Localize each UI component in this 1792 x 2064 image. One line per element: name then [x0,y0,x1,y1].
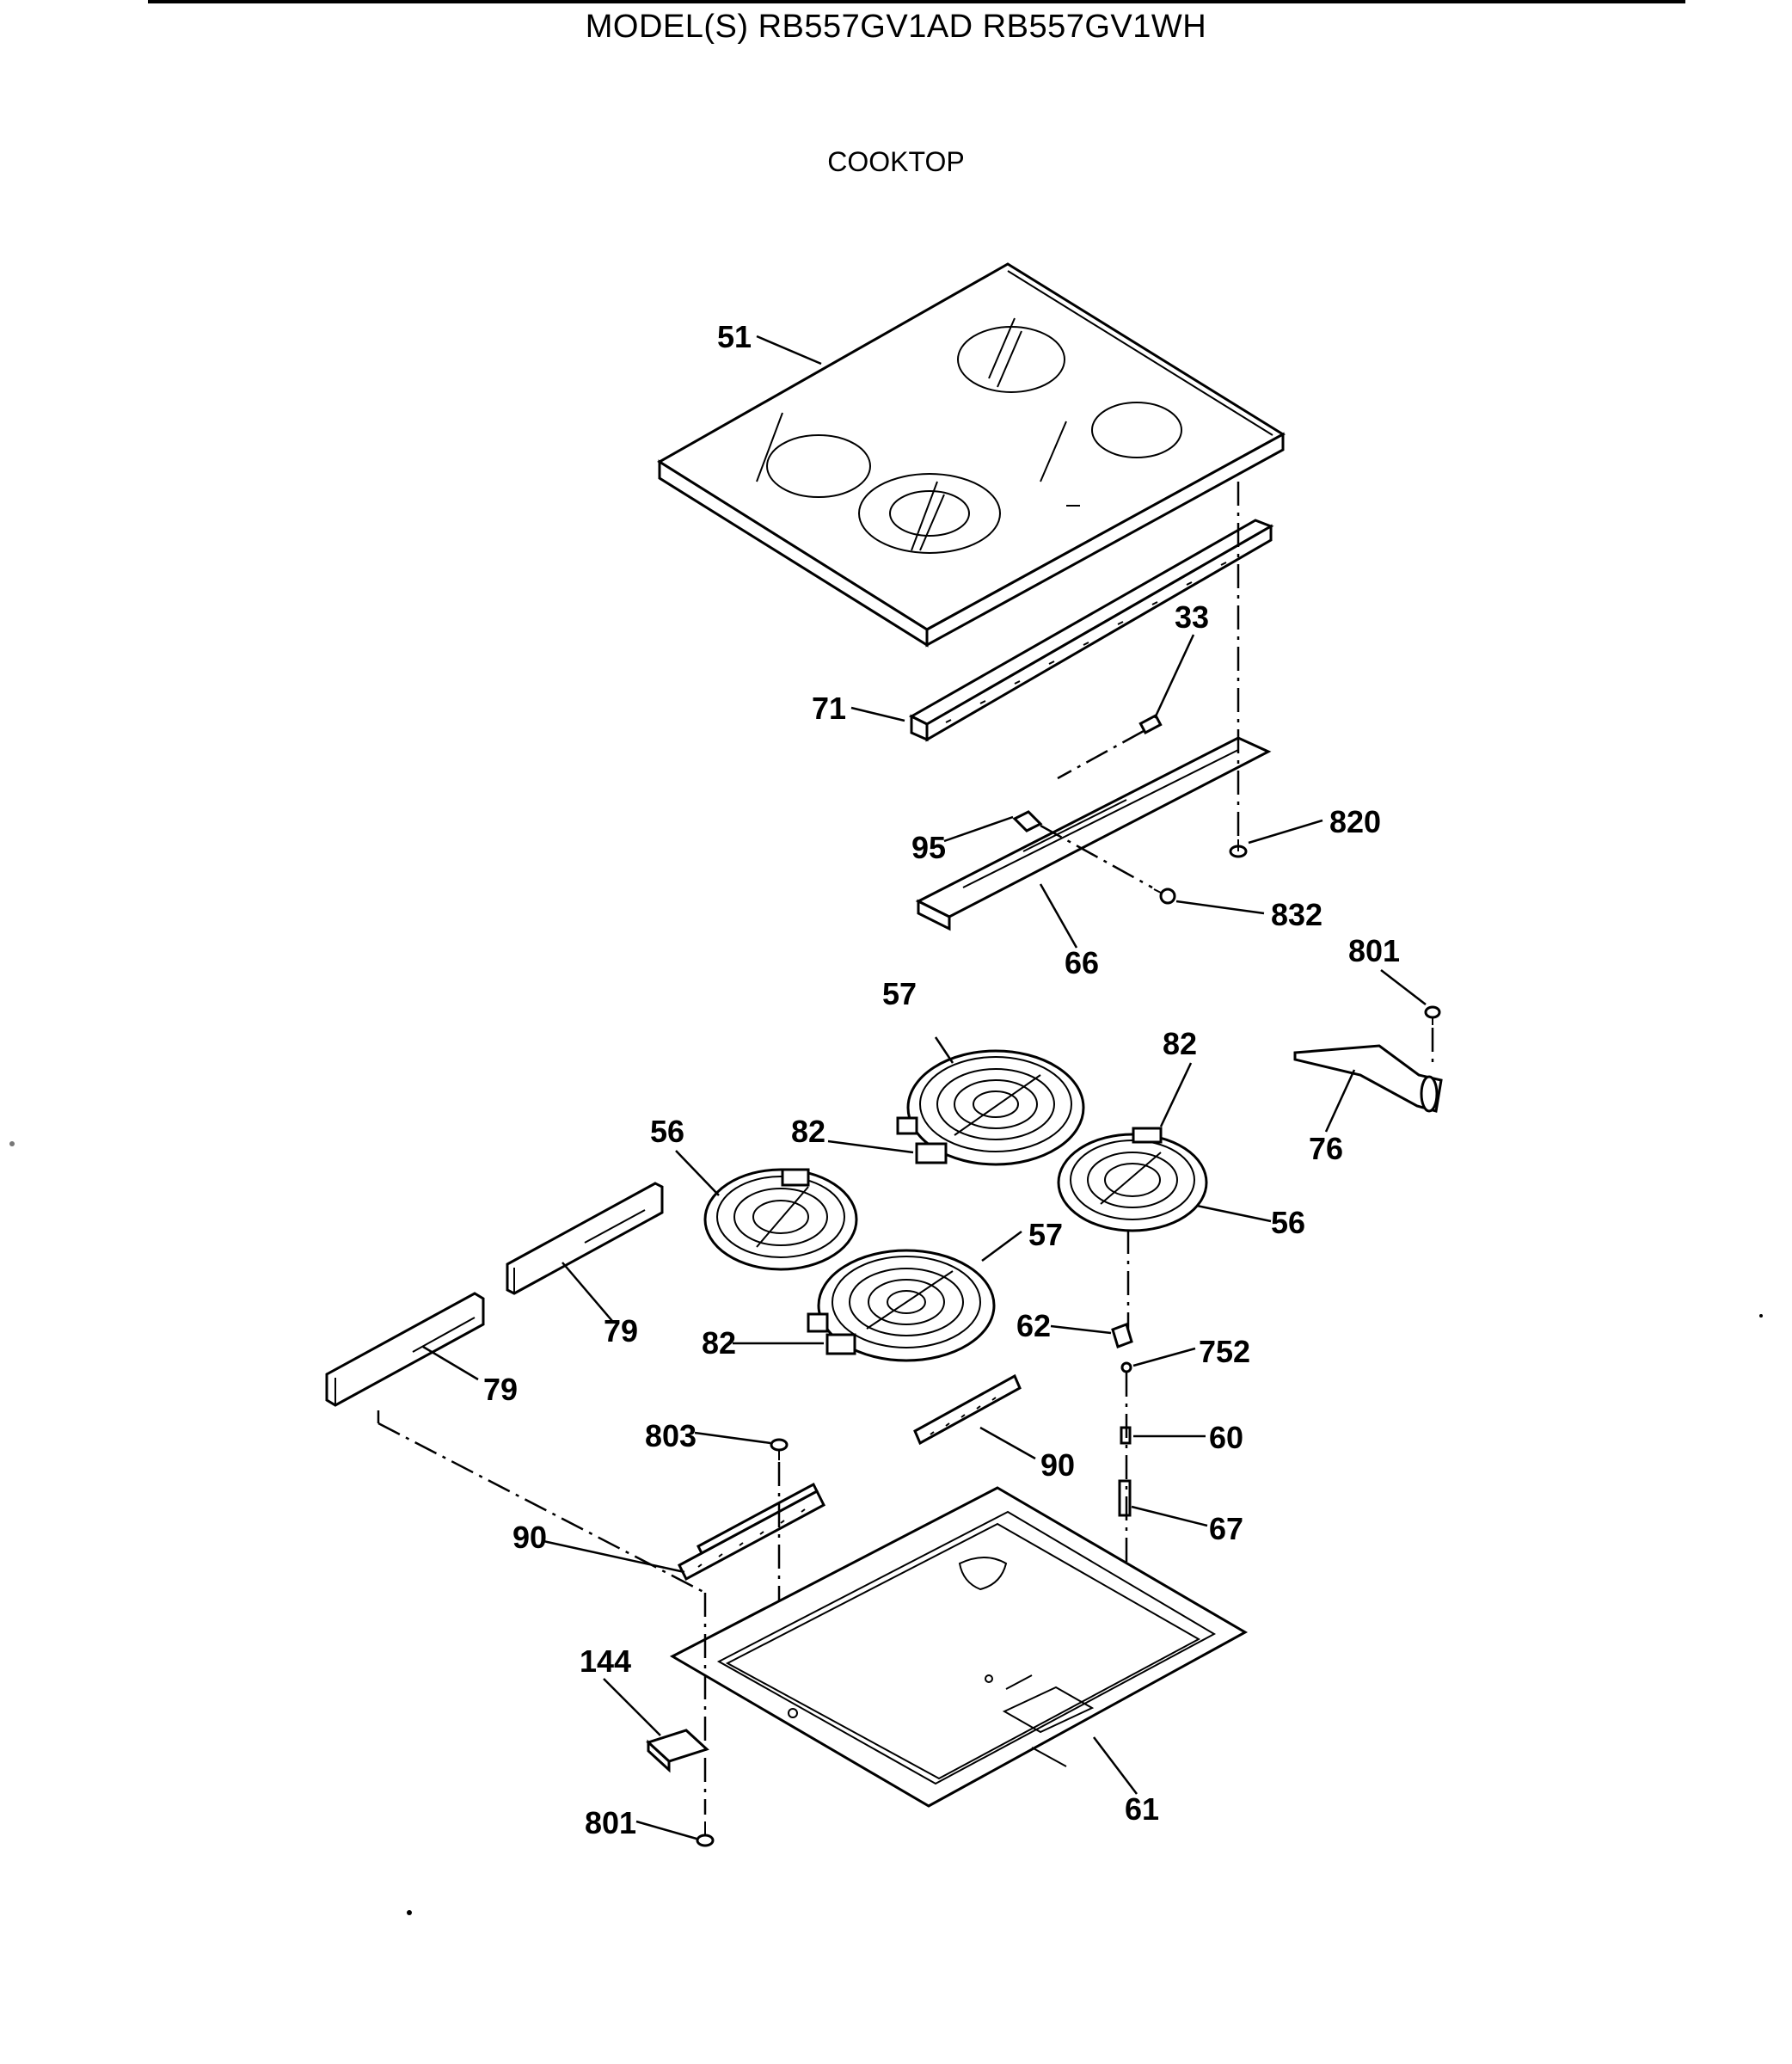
callout-801-bottom: 801 [585,1805,636,1840]
callout-71: 71 [812,691,846,726]
leader-801-top [1380,969,1427,1005]
leader-56-left [675,1150,720,1196]
speck [1759,1314,1763,1318]
callout-56-left: 56 [650,1114,684,1149]
leader-71 [850,706,905,722]
leader-57-bottom [981,1230,1022,1262]
leader-90-right [979,1426,1036,1460]
bracket-62 [1111,1323,1133,1348]
screw-832 [1153,888,1176,905]
leader-33 [1153,634,1195,719]
leader-144 [603,1678,661,1736]
callout-832: 832 [1271,897,1323,932]
screw-820 [1229,839,1248,858]
rear-support-channel [915,736,1272,931]
leader-752 [1132,1347,1196,1367]
side-trim-79-lower [325,1292,485,1407]
side-trim-79-upper [506,1182,664,1295]
bracket-95 [1012,810,1043,832]
section-title: COOKTOP [827,146,965,177]
stud-67 [1118,1479,1132,1517]
leader-832 [1175,900,1265,915]
callout-56-right: 56 [1271,1205,1305,1240]
callout-752: 752 [1199,1334,1250,1369]
callout-67: 67 [1209,1511,1243,1546]
leader-61 [1093,1736,1138,1795]
screw-801-top [1424,1005,1441,1025]
callout-57-top: 57 [882,976,917,1011]
top-rule [148,0,1685,3]
speck [9,1141,15,1146]
callout-801-top: 801 [1348,933,1400,968]
burner-box [669,1486,1249,1808]
callout-95: 95 [911,830,946,865]
leader-79-upper [562,1262,613,1322]
element-support-bracket-90-right [913,1373,1022,1446]
callout-90-right: 90 [1040,1447,1075,1483]
front-trim-strip [908,519,1274,742]
limiter-82-mid [915,1142,948,1164]
clip [1138,713,1163,735]
leader-66 [1039,883,1078,949]
leader-76 [1324,1069,1356,1133]
radiant-element-56-right [1057,1127,1208,1232]
bracket-144 [646,1729,709,1773]
radiant-element-56-left [703,1168,858,1271]
leader-801-bottom [635,1820,697,1840]
callout-82-right: 82 [1163,1026,1197,1061]
callout-82-mid: 82 [791,1114,825,1149]
callout-66: 66 [1065,945,1099,980]
screw-801-bottom [696,1821,715,1847]
glass-cooktop [657,262,1286,648]
model-title: MODEL(S) RB557GV1AD RB557GV1WH [585,9,1207,45]
leader-95 [943,815,1014,843]
leader-90-left [543,1539,685,1574]
leader-820 [1248,819,1323,845]
element-support-bracket-90-left [678,1482,825,1582]
callout-57-bottom: 57 [1028,1217,1063,1252]
leader-57-top [934,1036,954,1064]
callout-62: 62 [1016,1308,1051,1343]
radiant-element-57-top [896,1049,1085,1166]
leader-82-mid [827,1140,914,1154]
leader-803 [694,1431,771,1445]
callout-144: 144 [580,1643,631,1679]
callout-803: 803 [645,1418,697,1453]
leader-62 [1050,1324,1112,1335]
nut-752 [1120,1361,1132,1373]
leader-82-right [1159,1062,1193,1127]
leader-67 [1131,1505,1208,1527]
leader-51 [756,335,822,366]
radiant-element-57-bottom [807,1249,996,1362]
leader-79-lower [422,1345,479,1381]
callout-51: 51 [717,319,752,354]
speck [407,1910,412,1915]
duct [1293,1044,1443,1113]
callout-76: 76 [1309,1131,1343,1166]
callout-79-lower: 79 [483,1372,518,1407]
callout-82-bottom: 82 [702,1325,736,1361]
leader-56-right [1196,1204,1272,1223]
callout-33: 33 [1175,599,1209,635]
callout-61: 61 [1125,1791,1159,1827]
dashline-33 [1057,729,1145,780]
dashline-832 [1040,824,1153,889]
callout-90-left: 90 [512,1520,547,1555]
callout-820: 820 [1329,804,1381,839]
screw-803 [770,1438,789,1460]
callout-60: 60 [1209,1420,1243,1455]
callout-79-upper: 79 [604,1313,638,1348]
